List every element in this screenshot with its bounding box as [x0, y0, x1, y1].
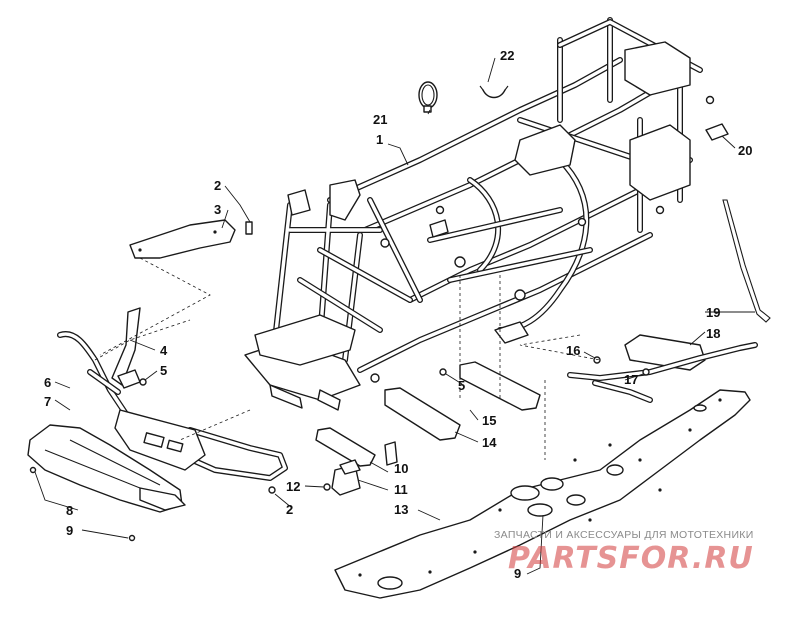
watermark-caption: ЗАПЧАСТИ И АКСЕССУАРЫ ДЛЯ МОТОТЕХНИКИ: [494, 529, 754, 541]
pad-part-20: [705, 123, 729, 141]
bolt-part-8: [29, 466, 37, 474]
rear-rack-part-18: [567, 334, 758, 403]
skid-plate: [334, 389, 751, 599]
callout-12: 12: [286, 479, 300, 494]
callout-2: 2: [286, 502, 293, 517]
callout-17: 17: [624, 372, 638, 387]
bolt-part-5b: [439, 368, 447, 376]
clamp-part-22: [479, 85, 509, 99]
callout-20: 20: [738, 143, 752, 158]
callout-3: 3: [214, 202, 221, 217]
callout-19: 19: [706, 305, 720, 320]
bracket-part-3: [129, 219, 253, 259]
callout-22: 22: [500, 48, 514, 63]
assembly-guides: [94, 257, 601, 460]
plate-part-14: [384, 387, 461, 441]
watermark-logo: PARTSFOR.RU: [508, 541, 754, 576]
callout-labels: 1 2 2 3 4 5 5 6 7 8 9 9 10 11 12 13 14 1…: [44, 48, 752, 581]
callout-9: 9: [66, 523, 73, 538]
callout-2: 2: [214, 178, 221, 193]
callout-16: 16: [566, 343, 580, 358]
callout-7: 7: [44, 394, 51, 409]
callout-11: 11: [394, 482, 408, 497]
callout-14: 14: [482, 435, 497, 450]
callout-8: 8: [66, 503, 73, 518]
clamp-part-21: [418, 81, 438, 113]
leader-lines: [34, 57, 755, 575]
brace-part-4: [111, 307, 141, 389]
callout-13: 13: [394, 502, 408, 517]
bolt-part-17: [642, 368, 650, 376]
callout-1: 1: [376, 132, 383, 147]
mount-part-10-11-12: [315, 427, 398, 496]
front-bumper-part-6: [57, 331, 288, 481]
callout-15: 15: [482, 413, 496, 428]
watermark: ЗАПЧАСТИ И АКСЕССУАРЫ ДЛЯ МОТОТЕХНИКИ PA…: [494, 529, 754, 576]
bolt-part-16: [593, 356, 601, 364]
callout-21: 21: [373, 112, 387, 127]
callout-9: 9: [514, 566, 521, 581]
callout-10: 10: [394, 461, 408, 476]
bolt-part-2b: [268, 486, 276, 494]
callout-4: 4: [160, 343, 168, 358]
callout-6: 6: [44, 375, 51, 390]
callout-18: 18: [706, 326, 720, 341]
callout-5: 5: [458, 378, 465, 393]
main-frame: [244, 17, 715, 411]
bolt-part-5a: [139, 378, 147, 386]
callout-5: 5: [160, 363, 167, 378]
rod-part-19: [722, 199, 771, 323]
lower-guard-part-7: [27, 424, 186, 513]
bolt-part-9: [128, 534, 136, 542]
